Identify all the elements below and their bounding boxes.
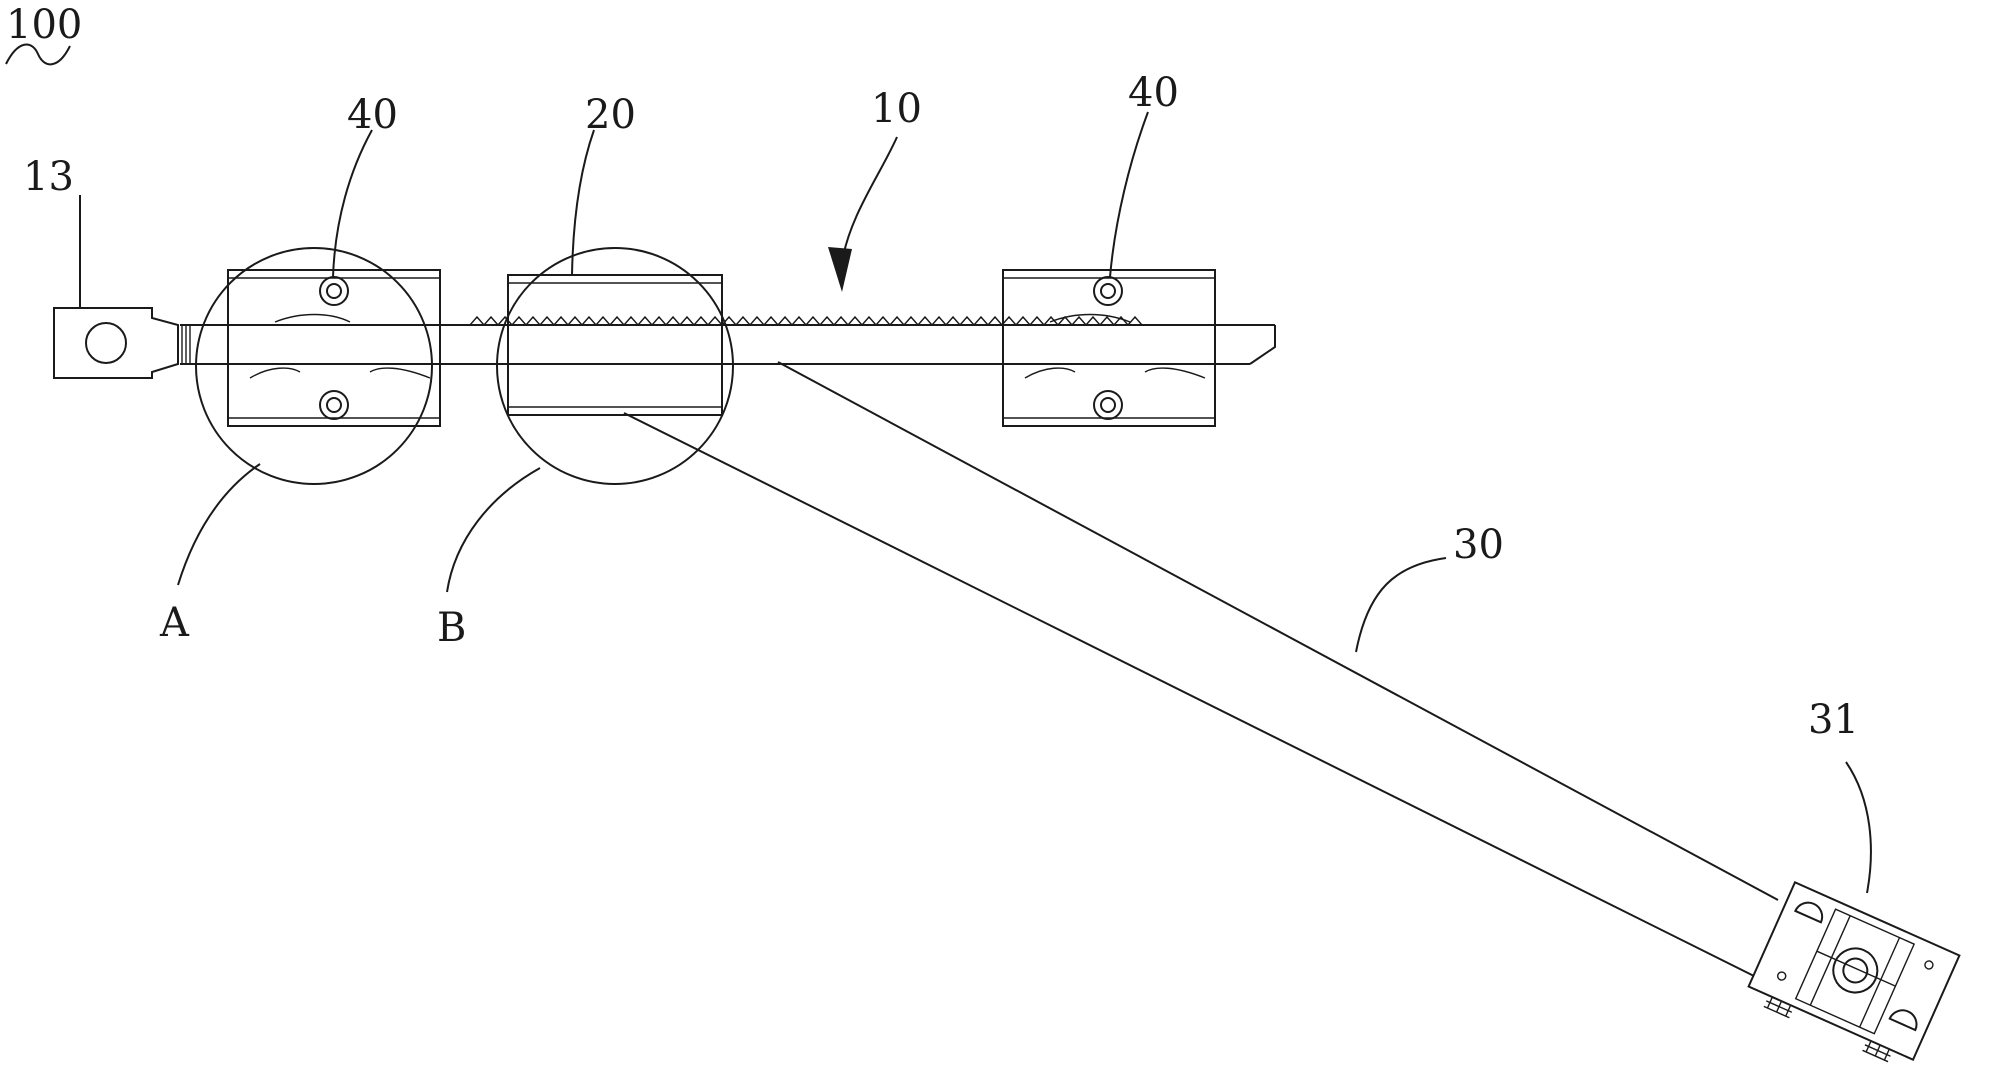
leader-40-left (332, 129, 373, 278)
leader-30 (1355, 557, 1447, 653)
leader-b (446, 467, 541, 593)
middle-slider (507, 274, 748, 416)
label-13: 13 (23, 154, 74, 200)
detail-circle-a (195, 247, 433, 485)
label-b: B (437, 605, 466, 651)
label-20: 20 (585, 92, 636, 138)
label-40-right: 40 (1128, 70, 1179, 116)
label-30: 30 (1453, 522, 1504, 568)
clamp-left (227, 269, 441, 427)
ring-hole (85, 322, 127, 364)
leader-a (177, 463, 261, 586)
label-40-left: 40 (347, 92, 398, 138)
tilde-mark (5, 43, 71, 66)
clamp-right (1002, 269, 1216, 427)
label-10: 10 (871, 86, 922, 132)
rack-rod (180, 315, 1276, 365)
foot-block (1747, 881, 1961, 1063)
leader-40-right (1109, 111, 1149, 278)
support-arm (623, 361, 1779, 979)
arrow-10-head (828, 247, 852, 292)
label-100: 100 (6, 2, 82, 48)
detail-circle-b (496, 247, 734, 485)
leader-20 (571, 129, 595, 276)
end-ring (53, 307, 179, 379)
label-a: A (159, 600, 190, 646)
rack-teeth (469, 315, 1143, 327)
leader-31 (1845, 761, 1872, 894)
label-31: 31 (1808, 697, 1859, 743)
arrow-10-shaft (841, 136, 898, 263)
